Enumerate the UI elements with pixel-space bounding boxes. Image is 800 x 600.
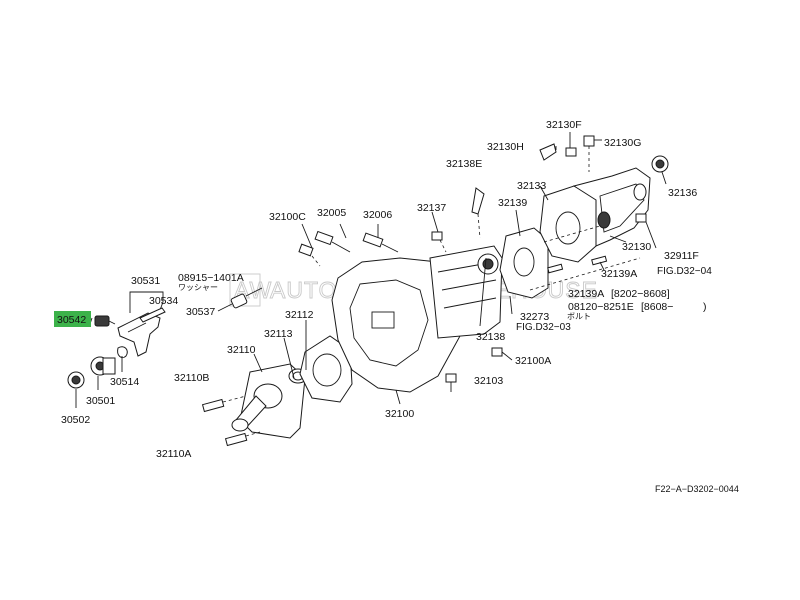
- part-label-32130f[interactable]: 32130F: [546, 119, 582, 131]
- range-8202-8608: [8202−8608]: [611, 288, 670, 300]
- dust-boot-shape: [94, 315, 110, 327]
- part-label-32110[interactable]: 32110: [227, 344, 256, 356]
- part-label-32110b[interactable]: 32110B: [174, 372, 209, 384]
- part-label-32110a[interactable]: 32110A: [156, 448, 191, 460]
- part-label-32005[interactable]: 32005: [317, 207, 346, 219]
- gasket-rear-shape: [539, 185, 599, 263]
- part-label-30502[interactable]: 30502: [61, 414, 90, 426]
- part-label-32113[interactable]: 32113: [264, 328, 293, 340]
- front-cover-assembly: [201, 335, 353, 447]
- part-label-08120-8251e[interactable]: 08120−8251E: [568, 301, 634, 313]
- transmission-case: [298, 187, 513, 393]
- note-washer: ワッシャー: [178, 283, 218, 292]
- part-label-32112[interactable]: 32112: [285, 309, 314, 321]
- part-label-30534[interactable]: 30534: [149, 295, 178, 307]
- part-label-30531[interactable]: 30531: [131, 275, 160, 287]
- part-label-32103[interactable]: 32103: [474, 375, 503, 387]
- diagram-code: F22−A−D3202−0044: [655, 484, 739, 494]
- release-fork-assembly: [67, 287, 263, 408]
- part-label-32139a[interactable]: 32139A: [568, 288, 604, 300]
- range-close-bracket: ): [703, 301, 707, 313]
- part-label-32138e[interactable]: 32138E: [446, 158, 482, 170]
- part-label-32100[interactable]: 32100: [385, 408, 414, 420]
- part-label-30501[interactable]: 30501: [86, 395, 115, 407]
- part-label-32273[interactable]: 32273: [520, 311, 549, 323]
- figure-ref-d32-03[interactable]: FIG.D32−03: [516, 322, 571, 333]
- part-label-32100a[interactable]: 32100A: [515, 355, 551, 367]
- part-label-32911f[interactable]: 32911F: [664, 250, 699, 262]
- part-label-32130h[interactable]: 32130H: [487, 141, 524, 153]
- leader-lines: [89, 132, 667, 405]
- part-label-32133[interactable]: 32133: [517, 180, 546, 192]
- highlight-box: [54, 311, 91, 327]
- part-label-32006[interactable]: 32006: [363, 209, 392, 221]
- note-bolt: ボルト: [567, 312, 591, 321]
- part-label-30542[interactable]: 30542: [57, 314, 86, 326]
- part-label-32130[interactable]: 32130: [622, 241, 651, 253]
- part-label-32136[interactable]: 32136: [668, 187, 697, 199]
- part-label-32138[interactable]: 32138: [476, 331, 505, 343]
- range-8608: [8608−: [641, 301, 673, 313]
- part-label-32130g[interactable]: 32130G: [604, 137, 641, 149]
- part-label-32139[interactable]: 32139: [498, 197, 527, 209]
- part-label-32137[interactable]: 32137: [417, 202, 446, 214]
- adapter-plate-shape: [499, 227, 549, 299]
- part-label-32100c[interactable]: 32100C: [269, 211, 306, 223]
- part-label-08915-1401a[interactable]: 08915−1401A: [178, 272, 244, 284]
- part-label-32139a-right[interactable]: 32139A: [601, 268, 637, 280]
- figure-ref-d32-04[interactable]: FIG.D32−04: [657, 266, 712, 277]
- part-label-30537[interactable]: 30537: [186, 306, 215, 318]
- extension-housing-assembly: [499, 135, 669, 299]
- part-label-30514[interactable]: 30514: [110, 376, 139, 388]
- gasket-shape: [299, 335, 353, 403]
